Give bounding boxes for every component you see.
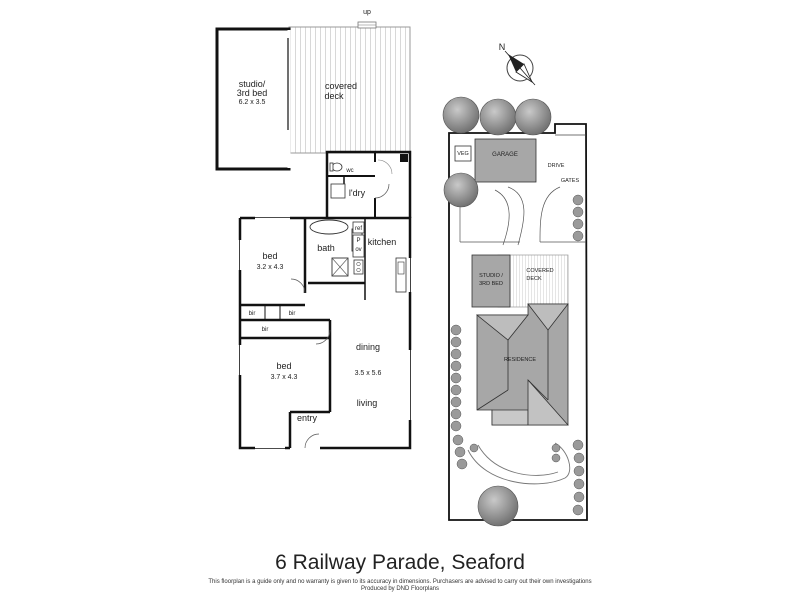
- site-studio: [471, 254, 511, 308]
- laundry-label: l'dry: [349, 188, 366, 198]
- studio-label-2: 3rd bed: [237, 88, 268, 98]
- compass-north: N: [499, 42, 506, 52]
- bir-label-1: bir: [249, 311, 256, 317]
- bir-label-2: bir: [289, 311, 296, 317]
- kitchen-label: kitchen: [368, 237, 397, 247]
- veg-label: VEG: [457, 151, 469, 157]
- oven-label: ov: [355, 247, 361, 253]
- drive-label: DRIVE: [548, 163, 565, 169]
- studio-label-1: studio/: [239, 79, 266, 89]
- deck-label-1: covered: [325, 81, 357, 91]
- site-studio-label-2: 3RD BED: [479, 281, 503, 287]
- pantry-label: P: [356, 238, 360, 244]
- site-plan: N VEG GARAGE DRIVE GATES STUDIO / 3RD BE…: [442, 42, 588, 527]
- bed1-dims: 3.2 x 4.3: [257, 264, 284, 271]
- veg-bed: [454, 145, 472, 162]
- hedge-shrubs: [450, 194, 585, 516]
- studio-dims: 6.2 x 3.5: [239, 99, 266, 106]
- property-address: 6 Railway Parade, Seaford: [275, 551, 525, 574]
- residence-label: RESIDENCE: [504, 357, 536, 363]
- site-deck-label-2: DECK: [526, 276, 542, 282]
- wc-toilet: [331, 162, 343, 172]
- pantry: [352, 234, 365, 258]
- disclaimer-line-1: This floorplan is a guide only and no wa…: [208, 579, 592, 585]
- wc-label: wc: [345, 168, 353, 174]
- garage: [474, 138, 537, 183]
- entry-label: entry: [297, 413, 318, 423]
- trees: [442, 96, 552, 527]
- floor-plan: up studio/ 3rd bed 6.2 x 3.5 covered dec…: [215, 9, 412, 450]
- kitchen-sink: [397, 261, 405, 275]
- stovetop: [353, 259, 364, 275]
- bathtub: [309, 219, 349, 235]
- laundry-tub: [330, 183, 346, 199]
- up-label: up: [363, 9, 371, 16]
- bath-label: bath: [317, 243, 335, 253]
- residence-roof: [475, 303, 569, 426]
- living-label: living: [357, 398, 378, 408]
- dining-label: dining: [356, 342, 380, 352]
- fridge: [352, 221, 365, 234]
- disclaimer-line-2: Produced by DND Floorplans: [360, 585, 440, 592]
- bed2-label: bed: [276, 361, 291, 371]
- studio-room: [215, 27, 291, 171]
- disclaimer: This floorplan is a guide only and no wa…: [0, 579, 800, 592]
- wc-laundry-block: [325, 150, 412, 218]
- ref-label: ref: [355, 226, 362, 232]
- compass-icon: N: [499, 42, 536, 86]
- main-walls: [238, 216, 412, 450]
- garden-path: [467, 442, 571, 485]
- covered-deck: [288, 26, 411, 154]
- bed2-dims: 3.7 x 4.3: [271, 374, 298, 381]
- driveway: [459, 186, 586, 246]
- dining-dims: 3.5 x 5.6: [355, 370, 382, 377]
- kitchen-bench: [395, 257, 407, 293]
- gates-label: GATES: [561, 178, 580, 184]
- deck-label-2: deck: [324, 91, 344, 101]
- garage-label: GARAGE: [492, 152, 518, 158]
- site-deck-label-1: COVERED: [526, 268, 553, 274]
- site-studio-label-1: STUDIO /: [479, 273, 503, 279]
- bed1-label: bed: [262, 251, 277, 261]
- bir-label-3: bir: [262, 327, 269, 333]
